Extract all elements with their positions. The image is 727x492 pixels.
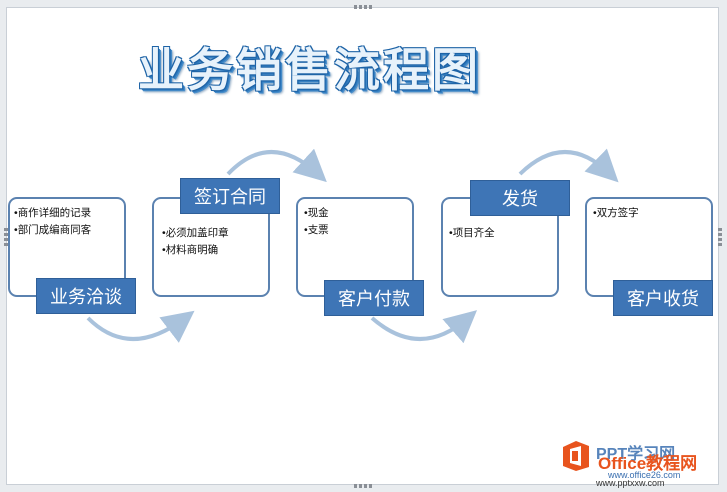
watermark-overlay: PPT学习网 (596, 446, 676, 463)
step-2-item-1: 必须加盖印章 (162, 225, 268, 242)
step-2-item-2: 材料商明确 (162, 242, 268, 259)
watermark-brand: Office教程网 (598, 454, 698, 473)
step-1-item-1: 商作详细的记录 (14, 205, 124, 222)
top-resize-handle[interactable] (354, 5, 372, 9)
arrow-2 (226, 148, 327, 183)
bottom-resize-handle[interactable] (354, 484, 372, 488)
step-4-label: 发货 (470, 180, 570, 216)
arrow-4 (518, 148, 619, 183)
watermark-url: www.office26.com (608, 470, 681, 480)
step-1-label: 业务洽谈 (36, 278, 136, 314)
step-1-item-2: 部门成编商同客 (14, 222, 124, 239)
watermark-url-2: www.pptxxw.com (596, 478, 665, 488)
arrow-3 (370, 310, 478, 344)
step-2-label: 签订合同 (180, 178, 280, 214)
right-resize-handle[interactable] (718, 228, 722, 246)
step-3-label: 客户付款 (324, 280, 424, 316)
step-5-label: 客户收货 (613, 280, 713, 316)
step-3-item-2: 支票 (304, 222, 412, 239)
left-resize-handle[interactable] (4, 228, 8, 246)
diagram-title: 业务销售流程图 (138, 43, 481, 97)
office-logo-icon (563, 441, 589, 471)
step-4-item-1: 项目齐全 (449, 225, 557, 242)
arrow-1 (86, 310, 195, 343)
step-3-item-1: 现金 (304, 205, 412, 222)
step-5-item-1: 双方签字 (593, 205, 711, 222)
